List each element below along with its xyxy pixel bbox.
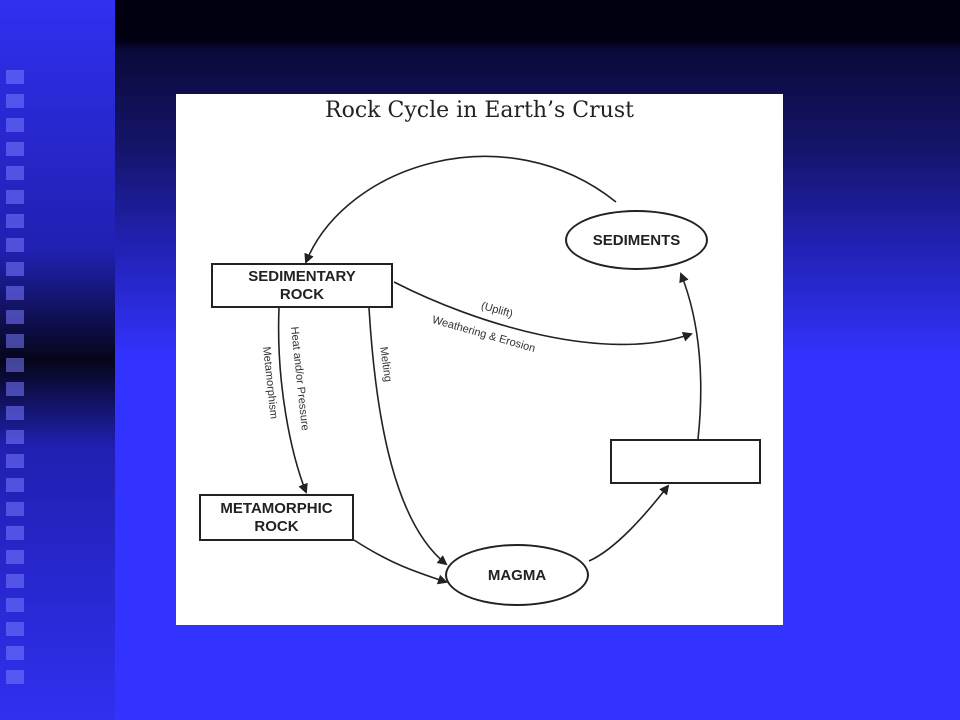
diagram-title: Rock Cycle in Earth’s Crust — [325, 98, 634, 123]
sediments-node: SEDIMENTS — [565, 210, 708, 270]
slide-top-divider — [115, 42, 960, 44]
rock-cycle-diagram: Rock Cycle in Earth’s Crust SEDIMENTS SE… — [176, 94, 783, 625]
arrow-magma-to-box — [588, 484, 670, 562]
arrow-sediments-to-sedimentary — [304, 155, 617, 264]
arrow-sedimentary-to-magma — [368, 307, 448, 566]
blank-answer-box — [610, 439, 761, 484]
arrow-sedimentary-to-metamorphic — [277, 307, 308, 494]
arrow-metamorphic-to-magma — [353, 539, 448, 585]
metamorphic-rock-node: METAMORPHIC ROCK — [199, 494, 354, 541]
slide-decorative-squares — [6, 70, 24, 690]
diagram-arrows — [277, 155, 702, 585]
arrow-box-to-sediments — [679, 272, 702, 440]
magma-node: MAGMA — [445, 544, 589, 606]
sedimentary-rock-node: SEDIMENTARY ROCK — [211, 263, 393, 308]
arrow-sedimentary-to-sediments — [393, 281, 693, 346]
